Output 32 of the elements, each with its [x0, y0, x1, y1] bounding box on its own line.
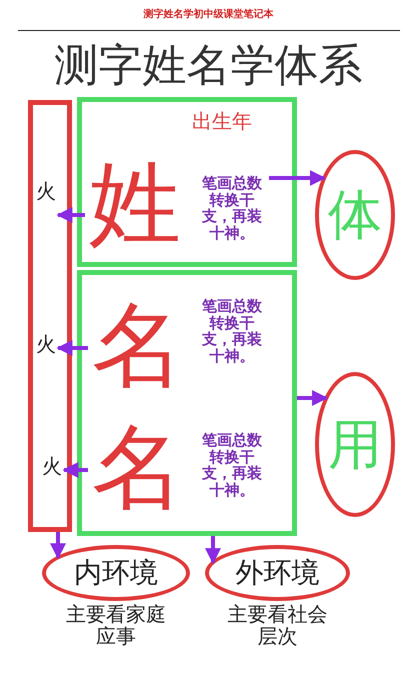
large-character: 名: [88, 290, 188, 402]
note-text: 笔画总数转换干支，再装十神。: [195, 298, 269, 378]
element-label: 火: [34, 180, 58, 210]
large-character: 名: [88, 412, 188, 524]
ellipse-text: 外环境: [236, 558, 320, 588]
title: 测字姓名学体系: [54, 39, 364, 93]
header-text: 测字姓名学初中级课堂笔记本: [142, 7, 274, 21]
caption-text: 主要看家庭应事: [65, 603, 167, 647]
arrow: [56, 207, 85, 223]
arrow: [56, 340, 88, 356]
group-box: [77, 97, 297, 267]
column-box: [28, 100, 72, 532]
ellipse-text: 内环境: [74, 558, 158, 588]
note-text: 笔画总数转换干支，再装十神。: [195, 432, 269, 512]
group-box: [77, 270, 297, 536]
ellipse-node: [205, 545, 350, 601]
note-text: 笔画总数转换干支，再装十神。: [195, 175, 269, 255]
ellipse-node: [315, 150, 395, 280]
ellipse-text: 体: [328, 185, 382, 245]
arrow: [269, 170, 326, 186]
element-label: 火: [40, 455, 64, 485]
caption-text: 主要看社会层次: [226, 603, 328, 647]
large-character: 姓: [85, 148, 185, 260]
ellipse-node: [315, 372, 395, 517]
element-label: 火: [34, 333, 58, 363]
arrow: [50, 532, 66, 560]
group-heading: 出生年: [191, 110, 253, 132]
arrow: [62, 462, 88, 478]
ellipse-node: [42, 545, 190, 601]
arrow: [297, 390, 328, 406]
ellipse-text: 用: [328, 414, 382, 474]
arrow: [205, 536, 221, 564]
